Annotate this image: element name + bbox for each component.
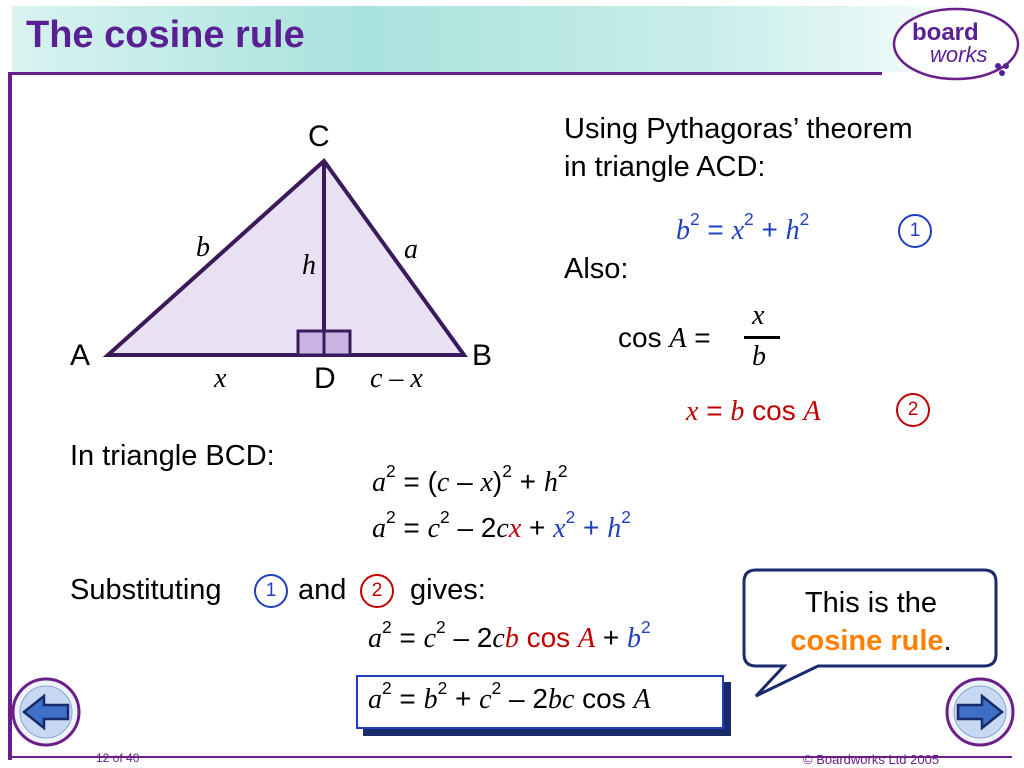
arrow-left-icon (21, 693, 70, 731)
pythagoras-line-2: in triangle ACD: (564, 151, 766, 183)
vertex-d-label: D (314, 362, 336, 395)
vertex-a-label: A (70, 339, 91, 372)
previous-slide-button[interactable] (10, 676, 82, 748)
vertex-c-label: C (308, 120, 330, 153)
bcd-intro: In triangle BCD: (70, 440, 275, 472)
left-border (8, 72, 12, 760)
cosine-rule-box (356, 675, 724, 729)
bubble-line-2: cosine rule. (752, 622, 990, 660)
marker-1-circle: 1 (898, 214, 932, 248)
segment-c-minus-x-label: c – x (370, 363, 423, 394)
speech-bubble (742, 568, 998, 698)
logo-board-text: board (912, 19, 979, 46)
cosine-rule-formula: a2 = b2 + c2 – 2bc cos A (368, 678, 651, 715)
marker-2-circle: 2 (896, 393, 930, 427)
side-b-label: b (196, 232, 210, 263)
cosine-rule-highlight: cosine rule (790, 625, 944, 657)
page-counter: 12 of 40 (96, 751, 140, 765)
substitution-marker-1: 1 (254, 574, 288, 608)
equation-2: x = b cos A (686, 395, 821, 427)
and-word: and (298, 574, 347, 606)
bcd-equation-2: a2 = c2 – 2cx + x2 + h2 (372, 507, 631, 544)
header-divider (12, 72, 882, 75)
bubble-period: . (943, 625, 952, 657)
right-angle-left (296, 329, 326, 357)
right-angle-right (322, 329, 352, 357)
triangle-diagram (102, 158, 468, 357)
footer-divider (12, 756, 1012, 758)
substituted-equation: a2 = c2 – 2cb cos A + b2 (368, 617, 651, 654)
fraction-numerator: x (752, 300, 765, 331)
fraction-denominator: b (752, 341, 766, 372)
triangle-abc (102, 158, 468, 357)
logo-works-text: works (930, 42, 987, 67)
arrow-right-icon (956, 693, 1005, 731)
boardworks-logo: board works (892, 7, 1020, 81)
height-h-label: h (302, 250, 316, 281)
next-slide-button[interactable] (944, 676, 1016, 748)
substitution-marker-2: 2 (360, 574, 394, 608)
bubble-line-1: This is the (804, 587, 938, 619)
also-label: Also: (564, 253, 629, 285)
title-bar (12, 6, 1012, 72)
side-a-label: a (404, 234, 418, 265)
vertex-b-label: B (472, 339, 493, 372)
gives-word: gives: (410, 574, 486, 606)
bcd-equation-1: a2 = (c – x)2 + h2 (372, 461, 568, 498)
segment-x-label: x (214, 363, 227, 394)
copyright: © Boardworks Ltd 2005 (803, 752, 940, 767)
cos-equation-lhs: cos A = (618, 322, 711, 354)
substituting-word: Substituting (70, 574, 222, 606)
pythagoras-line-1: Using Pythagoras’ theorem (564, 113, 913, 145)
bubble-text: This is the cosine rule. (752, 584, 990, 660)
page-title: The cosine rule (26, 14, 305, 56)
equation-1: b2 = x2 + h2 (676, 209, 810, 246)
fraction-bar (744, 336, 780, 339)
